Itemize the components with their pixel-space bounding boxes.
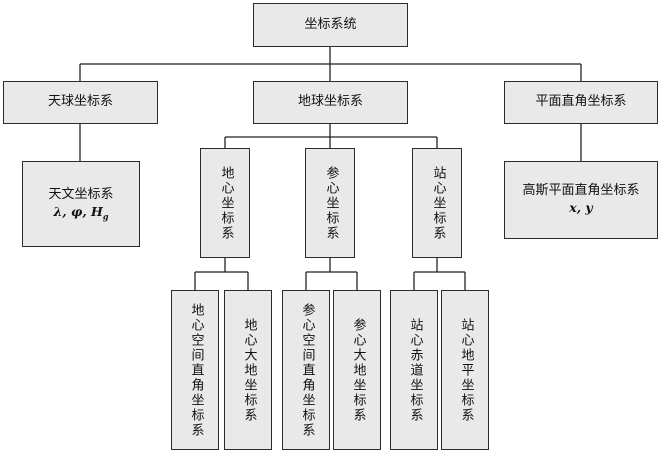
node-reference-ellipsoid-system: 参心坐标系	[305, 148, 355, 258]
node-astronomic-system: 天文坐标系 λ, φ, Hg	[22, 161, 140, 247]
node-topocentric-equatorial: 站心赤道坐标系	[390, 290, 438, 450]
node-topocentric-label: 站心坐标系	[430, 165, 446, 241]
astronomic-formula-subscript: g	[102, 211, 109, 221]
node-reference-cartesian-label: 参心空间直角坐标系	[299, 302, 315, 438]
node-topocentric-horizon-label: 站心地平坐标系	[458, 317, 474, 423]
node-reference-geodetic-label: 参心大地坐标系	[350, 317, 366, 423]
node-geocentric-label: 地心坐标系	[218, 165, 234, 241]
node-celestial-sphere-label: 天球坐标系	[47, 94, 113, 110]
node-gauss-plane-system: 高斯平面直角坐标系 x, y	[504, 161, 658, 239]
node-astronomic-label: 天文坐标系	[48, 186, 114, 202]
node-geocentric-cartesian: 地心空间直角坐标系	[171, 290, 219, 450]
node-terrestrial-label: 地球坐标系	[297, 94, 363, 110]
node-geocentric-geodetic-label: 地心大地坐标系	[241, 317, 257, 423]
node-plane-rectangular-label: 平面直角坐标系	[535, 94, 627, 110]
node-topocentric-horizon: 站心地平坐标系	[441, 290, 489, 450]
node-coordinate-system: 坐标系统	[253, 3, 408, 47]
node-geocentric-geodetic: 地心大地坐标系	[224, 290, 272, 450]
node-plane-rectangular-system: 平面直角坐标系	[504, 81, 658, 124]
node-topocentric-equatorial-label: 站心赤道坐标系	[407, 317, 423, 423]
astronomic-formula: λ, φ, Hg	[54, 204, 109, 222]
gauss-plane-formula: x, y	[569, 200, 593, 216]
node-celestial-sphere-system: 天球坐标系	[3, 81, 158, 124]
node-reference-cartesian: 参心空间直角坐标系	[282, 290, 330, 450]
node-geocentric-cartesian-label: 地心空间直角坐标系	[188, 302, 204, 438]
node-gauss-plane-label: 高斯平面直角坐标系	[522, 183, 640, 199]
node-topocentric-system: 站心坐标系	[412, 148, 462, 258]
node-coordinate-system-label: 坐标系统	[304, 16, 357, 32]
node-reference-geodetic: 参心大地坐标系	[333, 290, 381, 450]
node-terrestrial-system: 地球坐标系	[253, 81, 408, 124]
astronomic-formula-main: λ, φ, H	[53, 203, 103, 219]
node-geocentric-system: 地心坐标系	[200, 148, 250, 258]
node-reference-ellipsoid-label: 参心坐标系	[323, 165, 339, 241]
